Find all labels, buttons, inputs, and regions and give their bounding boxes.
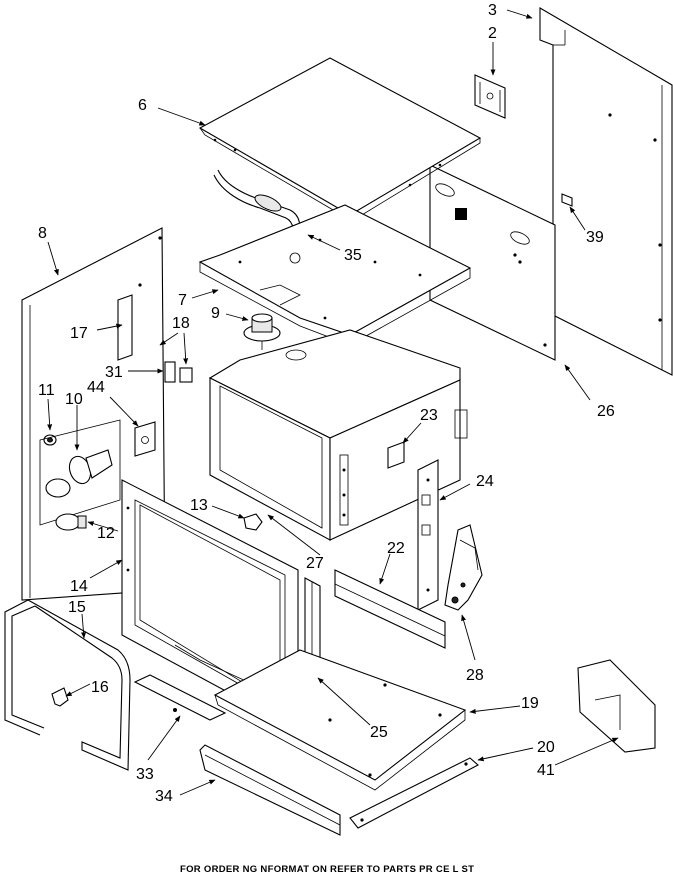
label-part-28: 28 <box>466 667 484 684</box>
hinge-receptacle-part-24 <box>417 459 439 611</box>
bulb-part-12 <box>55 513 87 531</box>
label-part-26: 26 <box>597 403 615 420</box>
latch-part-16 <box>51 687 69 707</box>
rail-part-22 <box>334 569 446 649</box>
label-part-6: 6 <box>138 97 147 114</box>
label-part-23: 23 <box>420 407 438 424</box>
bracket-part-23 <box>387 441 405 469</box>
label-part-15: 15 <box>68 599 86 616</box>
lamp-ring-part-11 <box>43 434 57 446</box>
label-part-9: 9 <box>211 305 220 322</box>
clip-part-39 <box>561 193 573 207</box>
bracket-part-2 <box>474 74 506 119</box>
top-shield-part-7 <box>198 204 472 346</box>
leader-lines <box>47 9 619 796</box>
label-part-18: 18 <box>172 315 190 332</box>
vent-part-33 <box>133 674 227 721</box>
side-rail-part-20 <box>349 757 479 829</box>
bottom-panel-part-19 <box>213 649 467 791</box>
label-part-17: 17 <box>70 325 88 342</box>
label-part-27: 27 <box>306 555 324 572</box>
label-part-22: 22 <box>387 540 405 557</box>
label-part-8: 8 <box>38 225 47 242</box>
door-seal-part-15 <box>4 599 131 771</box>
clip-part-31 <box>164 361 176 383</box>
label-part-20: 20 <box>537 739 555 756</box>
part-labels: 3 2 6 8 35 39 7 9 17 18 31 26 11 44 10 2… <box>38 2 615 805</box>
back-panel-part-3 <box>539 7 673 376</box>
label-part-34: 34 <box>155 788 173 805</box>
label-part-24: 24 <box>476 473 494 490</box>
label-part-14: 14 <box>70 578 88 595</box>
label-part-2: 2 <box>488 25 497 42</box>
label-part-31: 31 <box>105 364 123 381</box>
bracket-part-17 <box>117 294 133 361</box>
label-part-19: 19 <box>521 695 539 712</box>
label-part-11: 11 <box>38 382 55 399</box>
label-part-25: 25 <box>370 724 388 741</box>
base-rail-part-34 <box>199 744 341 836</box>
label-part-41: 41 <box>537 762 555 779</box>
label-part-33: 33 <box>136 766 154 783</box>
label-part-13: 13 <box>190 497 208 514</box>
label-part-10: 10 <box>65 391 83 408</box>
thermostat-part-9 <box>243 313 281 350</box>
label-part-12: 12 <box>97 525 115 542</box>
panel-part-41 <box>577 659 656 753</box>
lamp-socket-part-10 <box>39 419 121 526</box>
label-part-39: 39 <box>586 229 604 246</box>
footer-note: FOR ORDER NG NFORMAT ON REFER TO PARTS P… <box>180 864 474 875</box>
label-part-35: 35 <box>344 247 362 264</box>
label-part-44: 44 <box>87 379 105 396</box>
label-part-7: 7 <box>178 292 187 309</box>
gasket-part-13 <box>243 513 263 531</box>
bracket-part-18 <box>179 367 193 383</box>
hinge-part-28 <box>444 524 483 611</box>
plate-part-44 <box>134 421 156 457</box>
label-part-3: 3 <box>488 2 497 19</box>
label-part-16: 16 <box>91 679 109 696</box>
